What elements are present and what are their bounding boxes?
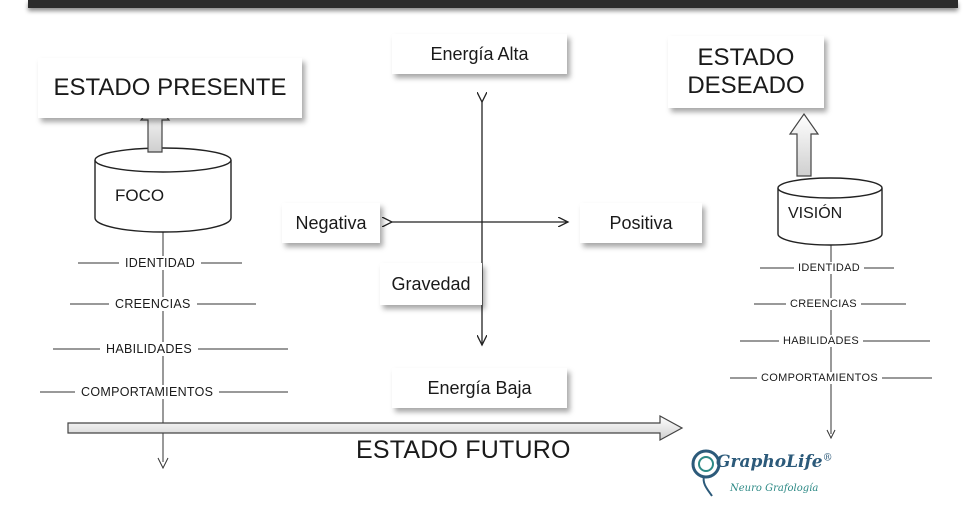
desired-cylinder-label: VISIÓN	[788, 205, 843, 222]
present-state-title: ESTADO PRESENTE	[53, 74, 287, 101]
axis-top-label: Energía Alta	[430, 43, 529, 64]
desired-level-identidad: IDENTIDAD	[794, 262, 864, 274]
present-trunk-tail	[157, 457, 169, 470]
future-arrow	[67, 414, 684, 442]
axis-left-box: Negativa	[282, 203, 380, 243]
desired-state-box: ESTADO DESEADO	[668, 36, 824, 108]
axis-bottom-box: Energía Baja	[392, 368, 567, 408]
logo-mark	[691, 449, 721, 497]
desired-cylinder	[777, 177, 883, 246]
axis-center-box: Gravedad	[380, 263, 482, 305]
present-level-habilidades: HABILIDADES	[100, 342, 198, 356]
logo-registered-mark: ®	[822, 452, 833, 464]
present-cylinder	[94, 147, 232, 233]
present-state-box: ESTADO PRESENTE	[38, 58, 302, 118]
desired-state-title-line2: DESEADO	[687, 72, 805, 99]
logo-sub-text: Neuro Grafología	[730, 483, 819, 494]
desired-level-comportamientos: COMPORTAMIENTOS	[757, 372, 882, 384]
logo-main-text: GraphoLife®	[716, 452, 833, 472]
desired-trunk-tail	[826, 429, 836, 440]
axis-right-label: Positiva	[609, 212, 673, 233]
present-level-comportamientos: COMPORTAMIENTOS	[75, 385, 220, 399]
present-cylinder-label: FOCO	[115, 186, 165, 205]
future-state-label: ESTADO FUTURO	[356, 436, 571, 464]
present-level-identidad: IDENTIDAD	[119, 256, 202, 270]
axis-center-label: Gravedad	[391, 273, 471, 294]
desired-state-title-line1: ESTADO	[697, 44, 795, 71]
desired-up-arrow	[788, 112, 820, 177]
desired-level-creencias: CREENCIAS	[786, 298, 861, 310]
axis-right-box: Positiva	[580, 203, 702, 243]
axis-bottom-label: Energía Baja	[427, 377, 532, 398]
axis-left-label: Negativa	[295, 212, 367, 233]
axis-top-box: Energía Alta	[392, 34, 567, 74]
present-level-creencias: CREENCIAS	[109, 297, 197, 311]
desired-level-habilidades: HABILIDADES	[779, 335, 864, 347]
grapholife-logo: GraphoLife® Neuro Grafología	[690, 448, 850, 508]
top-border-bar	[28, 0, 958, 8]
